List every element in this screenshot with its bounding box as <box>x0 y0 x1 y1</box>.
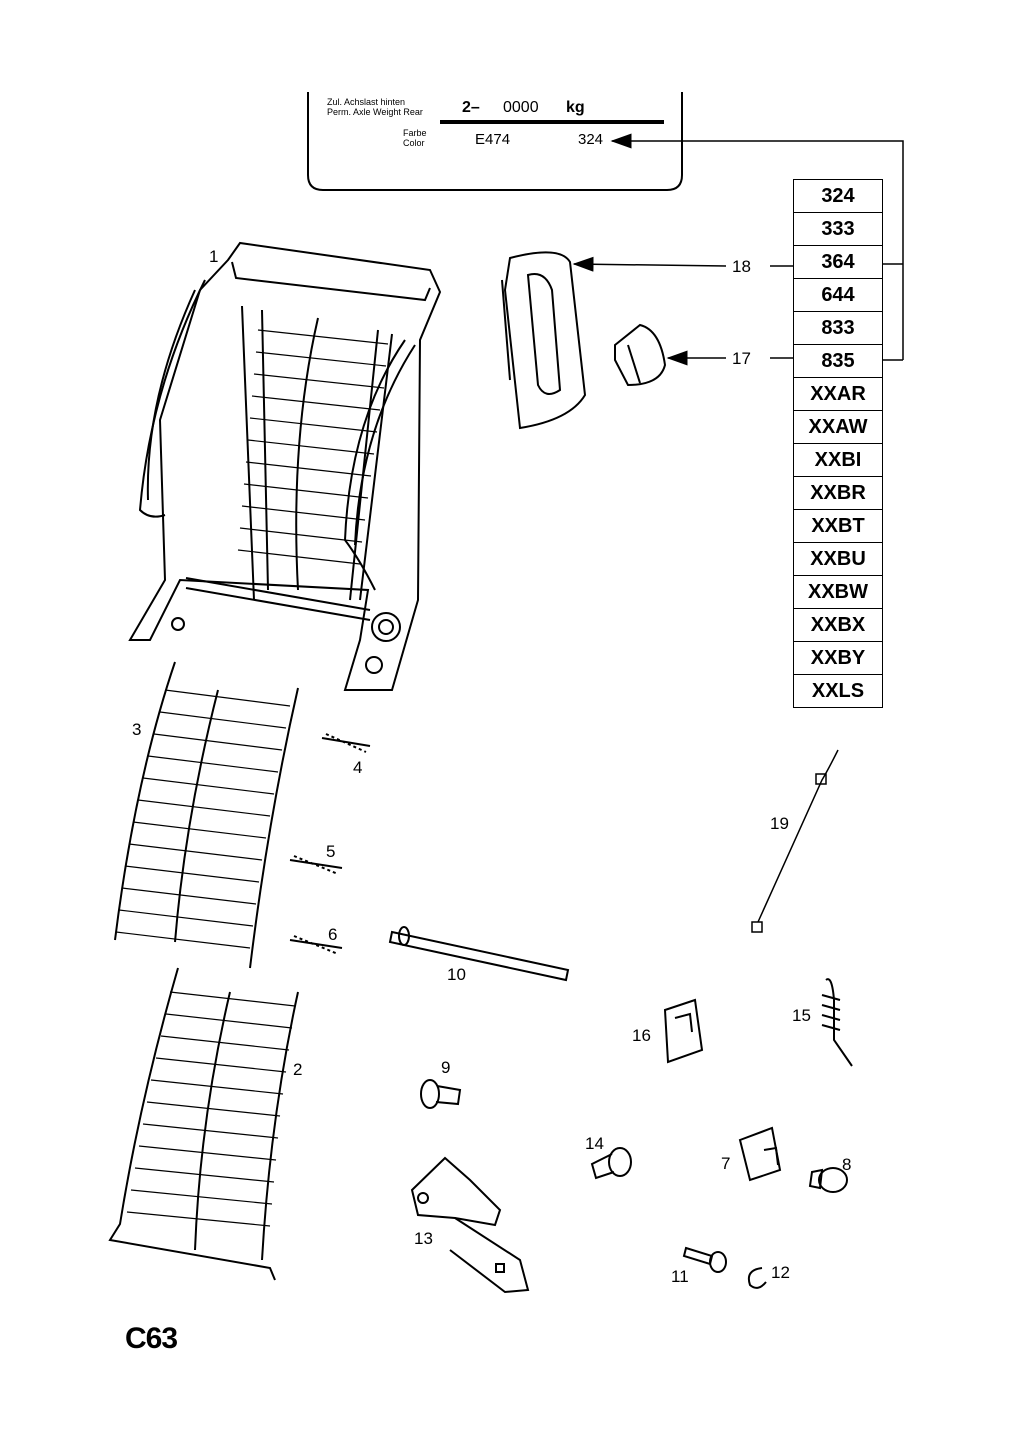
spring-hook <box>821 978 853 1067</box>
color-code-table: 324 333 364 644 833 835 XXAR XXAW XXBI X… <box>793 179 883 708</box>
callout-5: 5 <box>326 842 336 861</box>
info-plate-outline <box>307 92 683 191</box>
springs <box>289 733 371 955</box>
callout-11: 11 <box>671 1267 689 1286</box>
bolt <box>590 1147 632 1180</box>
plate-color-number: 324 <box>578 131 604 148</box>
plate-weight-prefix: 2– <box>462 99 480 116</box>
cable <box>751 749 839 933</box>
page-code: C63 <box>125 1322 178 1355</box>
screw <box>682 1246 727 1273</box>
color-code-cell: XXBI <box>793 444 883 477</box>
color-code-cell: XXLS <box>793 675 883 708</box>
seat-back-frame <box>128 241 442 691</box>
callout-9: 9 <box>441 1058 451 1077</box>
callout-19: 19 <box>770 814 789 833</box>
knob-cap <box>614 323 667 387</box>
rod <box>388 926 570 982</box>
color-code-cell: 333 <box>793 213 883 246</box>
spring-mat-lower <box>108 967 299 1281</box>
color-code-cell: XXAR <box>793 378 883 411</box>
callout-14: 14 <box>585 1134 604 1153</box>
color-code-cell: XXBR <box>793 477 883 510</box>
trim-cover <box>501 251 587 430</box>
color-code-cell: 835 <box>793 345 883 378</box>
color-code-cell: XXAW <box>793 411 883 444</box>
color-code-cell: XXBT <box>793 510 883 543</box>
bump-stop <box>808 1167 848 1193</box>
callout-8: 8 <box>842 1155 852 1174</box>
spring-mat-upper <box>114 661 299 969</box>
color-code-cell: XXBU <box>793 543 883 576</box>
plate-weight-unit: kg <box>566 99 585 116</box>
callout-13: 13 <box>414 1229 433 1248</box>
plate-label-en: Perm. Axle Weight Rear <box>327 107 423 117</box>
clip-bracket <box>738 1126 782 1182</box>
retaining-ring <box>747 1267 767 1289</box>
push-rivet <box>420 1079 462 1109</box>
callout-15: 15 <box>792 1006 811 1025</box>
color-code-cell: XXBW <box>793 576 883 609</box>
callout-4: 4 <box>353 758 363 777</box>
callout-17: 17 <box>732 349 751 368</box>
callout-1: 1 <box>209 247 219 266</box>
color-code-cell: XXBY <box>793 642 883 675</box>
color-code-cell: 833 <box>793 312 883 345</box>
callout-7: 7 <box>721 1154 731 1173</box>
clip <box>663 998 704 1064</box>
color-connector-line <box>610 133 904 360</box>
callout-18: 18 <box>732 257 751 276</box>
callout-6: 6 <box>328 925 338 944</box>
color-code-cell: XXBX <box>793 609 883 642</box>
plate-color-label-de: Farbe <box>403 128 427 138</box>
plate-color-label-en: Color <box>403 138 425 148</box>
plate-weight-value: 0000 <box>503 99 539 116</box>
callout-3: 3 <box>132 720 142 739</box>
plate-label-de: Zul. Achslast hinten <box>327 97 406 107</box>
callout-2: 2 <box>293 1060 303 1079</box>
color-code-cell: 644 <box>793 279 883 312</box>
callout-10: 10 <box>447 965 466 984</box>
callout-12: 12 <box>771 1263 790 1282</box>
color-code-cell: 324 <box>793 179 883 213</box>
color-code-cell: 364 <box>793 246 883 279</box>
bracket <box>410 1156 530 1294</box>
plate-color-code: E474 <box>475 131 511 148</box>
seat-back-slats <box>237 329 389 565</box>
callout-16: 16 <box>632 1026 651 1045</box>
